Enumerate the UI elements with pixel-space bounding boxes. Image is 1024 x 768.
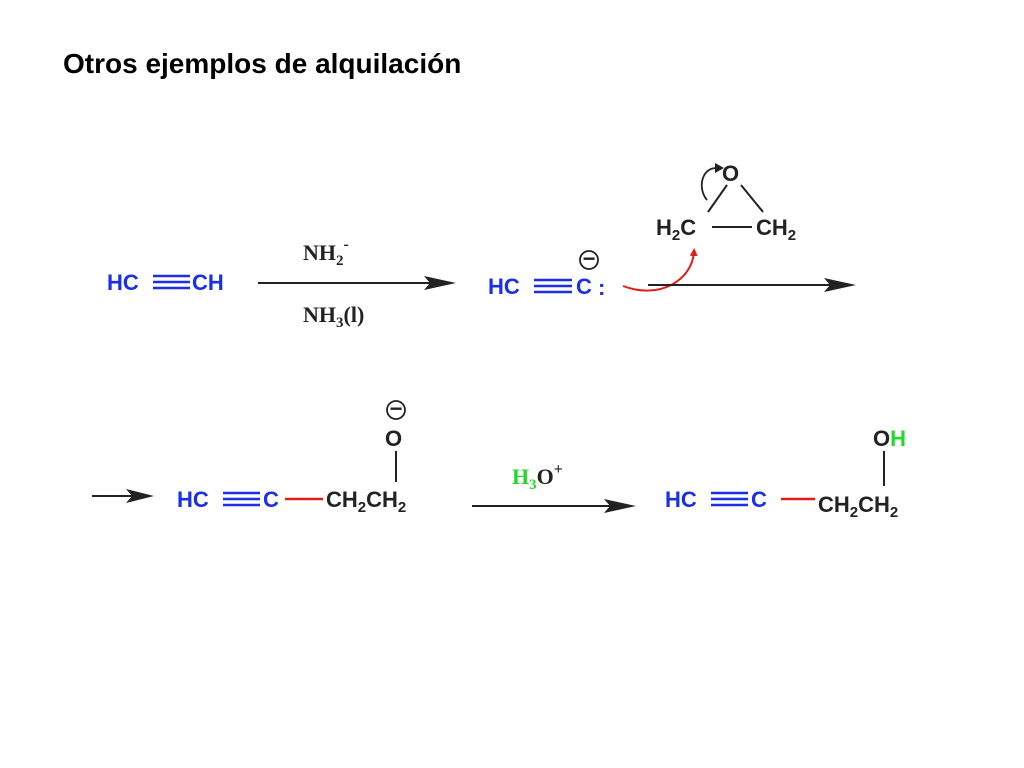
epoxide-ch2-left: H2C [656,215,696,244]
epoxide-ch2-right: CH2 [756,215,796,244]
product-triple-bond [711,491,748,507]
ethylene-oxide: O H2C CH2 [656,161,796,244]
alkoxide-hc: HC [177,487,209,512]
acetylide-lone-pair: : [598,275,605,300]
acetylene-ch: CH [192,270,224,295]
acetylide-anion: HC C : − [488,246,605,300]
page-title: Otros ejemplos de alquilación [63,48,462,79]
bond-breaking-curved-arrow [700,167,717,201]
acetylide-hc: HC [488,274,520,299]
product-hc: HC [665,487,697,512]
product-hydroxyl: OH [873,426,906,451]
reaction-arrow-3 [472,499,636,513]
product-chain: CH2CH2 [818,492,898,521]
negative-charge-icon: − [386,396,406,421]
reagent-amide: NH2- [303,236,349,269]
epoxide-bond-right [740,184,764,213]
product-c: C [751,487,767,512]
acetylene-molecule: HC CH [107,270,224,295]
acetylide-c: C [576,274,592,299]
alkoxide-intermediate: HC C CH2CH2 O − [177,396,406,516]
epoxide-bond-left [707,184,728,213]
acetylene-hc: HC [107,270,139,295]
alkoxide-chain: CH2CH2 [326,487,406,516]
svg-text:−: − [583,246,596,271]
acetylene-triple-bond [153,274,190,290]
alkoxide-triple-bond [223,491,260,507]
alkoxide-c: C [263,487,279,512]
svg-text:−: − [390,396,403,421]
reaction-arrow-2 [648,278,856,292]
reaction-arrow-1 [258,276,456,290]
continuation-arrow [92,489,154,503]
negative-charge-icon: − [579,246,599,271]
reagent-ammonia: NH3(l) [303,302,364,331]
product-alcohol: HC C CH2CH2 OH [665,426,906,521]
epoxide-oxygen: O [722,161,739,186]
reagent-hydronium: H3O+ [512,461,563,493]
alkoxide-oxygen: O [385,426,402,451]
acetylide-triple-bond [534,278,572,294]
